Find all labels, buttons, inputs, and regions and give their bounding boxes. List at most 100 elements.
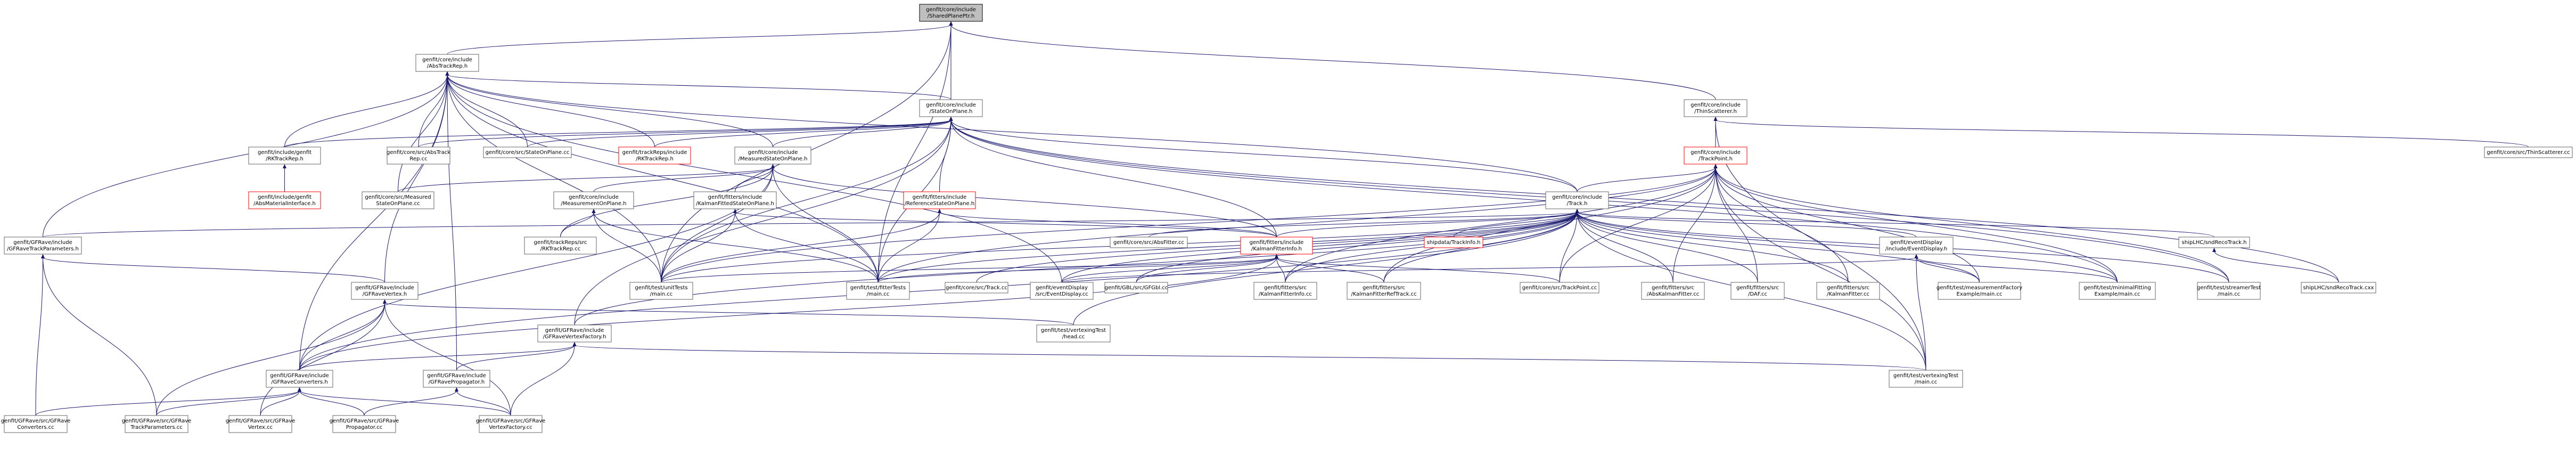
- edge-kfi-to-unittests: [661, 257, 1277, 283]
- node-box: [1030, 282, 1094, 300]
- node-daf-cc[interactable]: genfit/fitters/src/DAF.cc: [1730, 282, 1785, 300]
- node-box: [1036, 324, 1111, 343]
- node-label: /Track.h: [1566, 201, 1587, 207]
- node-minimalfit-main[interactable]: genfit/test/minimalFittingExample/main.c…: [2079, 282, 2156, 300]
- node-thinscatterer-cc[interactable]: genfit/core/src/ThinScatterer.cc: [2484, 146, 2573, 158]
- node-abstrackrep-cc[interactable]: genfit/core/src/AbsTrackRep.cc: [387, 146, 450, 165]
- node-label: genfit/core/include: [1552, 194, 1602, 200]
- node-vertexingtest-main[interactable]: genfit/test/vertexingTest/main.cc: [1889, 370, 1963, 388]
- node-label: genfit/fitters/src: [1264, 285, 1307, 291]
- edge-track-to-minimalfit_main: [1577, 211, 2118, 283]
- node-kfrefts-cc[interactable]: genfit/fitters/src/KalmanFitterRefTrack.…: [1347, 282, 1421, 300]
- edge-abstrackrep-to-track: [447, 74, 1578, 192]
- node-abskalman-cc[interactable]: genfit/fitters/src/AbsKalmanFitter.cc: [1641, 282, 1705, 300]
- node-rktrackrep-cc[interactable]: genfit/trackReps/src/RKTrackRep.cc: [524, 237, 597, 255]
- node-box: [4, 237, 82, 255]
- node-box: [1545, 191, 1609, 209]
- node-gfrave-trackparams[interactable]: genfit/GFRave/include/GFRaveTrackParamet…: [4, 237, 82, 255]
- edge-track-to-gfrave_trackparams: [43, 211, 1578, 238]
- node-stateonplane[interactable]: genfit/core/include/StateOnPlane.h: [919, 99, 983, 117]
- node-vertexingtest-head[interactable]: genfit/test/vertexingTest/head.cc: [1036, 324, 1111, 343]
- node-gbl-cc[interactable]: genfit/GBL/src/GFGbl.cc: [1104, 282, 1168, 294]
- node-label: /GFRaveConverters.h: [271, 379, 327, 385]
- node-label: /DAF.cc: [1748, 291, 1767, 297]
- edge-gfrave_vertexfactory-to-gfrave_propagator: [456, 345, 575, 371]
- node-eventdisplay-cc[interactable]: genfit/eventDisplay/src/EventDisplay.cc: [1030, 282, 1094, 300]
- node-gfrave-propagator[interactable]: genfit/GFRave/include/GFRavePropagator.h: [423, 370, 490, 388]
- node-label: Example/main.cc: [2095, 291, 2140, 297]
- node-sndreco-cxx[interactable]: shipLHC/sndRecoTrack.cxx: [2301, 282, 2376, 294]
- node-gfrave-conv-cc[interactable]: genfit/GFRave/src/GFRaveConverters.cc: [1, 415, 71, 433]
- node-msop-cc[interactable]: genfit/core/src/MeasuredStateOnPlane.cc: [362, 191, 434, 209]
- node-absmatinterface[interactable]: genfit/include/genfit/AbsMaterialInterfa…: [248, 191, 321, 209]
- edge-gfrave_vertexfactory-to-vertexingtest_main: [574, 345, 1926, 371]
- node-mop[interactable]: genfit/core/include/MeasurementOnPlane.h: [553, 191, 634, 209]
- edge-kfsop-to-unittests: [661, 211, 735, 283]
- node-refsop[interactable]: genfit/fitters/include/ReferenceStateOnP…: [903, 191, 976, 209]
- node-streamer-main[interactable]: genfit/test/streamerTest/main.cc: [2197, 282, 2261, 300]
- edge-gfrave_converters-to-gfrave_conv_cc: [35, 390, 300, 416]
- node-label: /main.cc: [650, 291, 673, 297]
- node-track[interactable]: genfit/core/include/Track.h: [1545, 191, 1609, 209]
- node-kfi-cc[interactable]: genfit/fitters/src/KalmanFitterInfo.cc: [1253, 282, 1317, 300]
- node-box: [537, 324, 612, 343]
- node-box: [332, 415, 396, 433]
- node-trackpoint-cc[interactable]: genfit/core/src/TrackPoint.cc: [1520, 282, 1599, 294]
- node-label: genfit/GFRave/include: [545, 328, 604, 333]
- node-sndreco-h[interactable]: shipLHC/sndRecoTrack.h: [2178, 237, 2250, 248]
- node-gfrave-vf-cc[interactable]: genfit/GFRave/src/GFRaveVertexFactory.cc: [476, 415, 546, 433]
- node-box: [919, 99, 983, 117]
- node-label: shipdata/TrackInfo.h: [1426, 240, 1480, 246]
- node-label: /AbsKalmanFitter.cc: [1647, 291, 1699, 297]
- node-shared-planeptr[interactable]: genfit/core/include/SharedPlanePtr.h: [919, 4, 983, 22]
- node-kfi[interactable]: genfit/fitters/include/KalmanFitterInfo.…: [1240, 237, 1313, 255]
- node-gfrave-prop-cc[interactable]: genfit/GFRave/src/GFRavePropagator.cc: [330, 415, 399, 433]
- node-trackinfo[interactable]: shipdata/TrackInfo.h: [1424, 237, 1483, 248]
- node-fittertests[interactable]: genfit/test/fitterTests/main.cc: [846, 282, 910, 300]
- node-gfrave-vertexfactory[interactable]: genfit/GFRave/include/GFRaveVertexFactor…: [537, 324, 612, 343]
- edge-abstrackrep-to-stateonplane: [447, 74, 951, 100]
- node-label: /KalmanFitterInfo.h: [1251, 246, 1302, 252]
- node-label: genfit/test/vertexingTest: [1041, 328, 1106, 333]
- node-label: /StateOnPlane.h: [930, 109, 973, 115]
- arrowhead: [592, 209, 596, 213]
- edge-gfrave_vertex-to-gfrave_tp_cc: [156, 302, 385, 416]
- node-track-cc[interactable]: genfit/core/src/Track.cc: [945, 282, 1008, 294]
- node-trackpoint[interactable]: genfit/core/include/TrackPoint.h: [1684, 146, 1748, 165]
- node-msop[interactable]: genfit/core/include/MeasuredStateOnPlane…: [734, 146, 811, 165]
- node-gfrave-tp-cc[interactable]: genfit/GFRave/src/GFRaveTrackParameters.…: [122, 415, 192, 433]
- node-label: genfit/fitters/include: [913, 194, 967, 200]
- node-rkmatinterface-gh[interactable]: genfit/include/genfit/RKTrackRep.h: [248, 146, 321, 165]
- node-label: genfit/GFRave/include: [13, 240, 72, 246]
- node-rktrackrep-h[interactable]: genfit/trackReps/include/RKTrackRep.h: [618, 146, 691, 165]
- arrowhead: [949, 21, 953, 26]
- node-gfrave-vertex[interactable]: genfit/GFRave/include/GFRaveVertex.h: [351, 282, 419, 300]
- node-thinscatterer[interactable]: genfit/core/include/ThinScatterer.h: [1684, 99, 1748, 117]
- node-kalmanfitter-cc[interactable]: genfit/fitters/src/KalmanFitter.cc: [1816, 282, 1880, 300]
- edge-abstrackrep-to-rkmatinterface_gh: [284, 74, 448, 148]
- arrowhead: [938, 209, 941, 213]
- node-stateonplane-cc[interactable]: genfit/core/src/StateOnPlane.cc: [483, 146, 572, 158]
- node-measfactory-main[interactable]: genfit/test/measurementFactoryExample/ma…: [1937, 282, 2022, 300]
- node-label: genfit/test/vertexingTest: [1893, 373, 1958, 379]
- node-box: [734, 146, 811, 165]
- node-label: genfit/GFRave/src/GFRave: [476, 418, 546, 424]
- dependency-edges: [35, 21, 2529, 416]
- node-box: [479, 415, 543, 433]
- node-abstrackrep[interactable]: genfit/core/include/AbsTrackRep.h: [415, 54, 479, 72]
- node-box: [1347, 282, 1421, 300]
- edge-kfi-to-fittertests: [877, 257, 1277, 283]
- node-box: [2301, 282, 2376, 294]
- node-unittests[interactable]: genfit/test/unitTests/main.cc: [629, 282, 693, 300]
- edge-gfrave_converters-to-gfrave_prop_cc: [299, 390, 365, 416]
- node-label: /head.cc: [1062, 334, 1085, 340]
- arrowhead: [771, 164, 775, 168]
- node-eventdisplay-h[interactable]: genfit/eventDisplay/include/EventDisplay…: [1879, 237, 1954, 255]
- node-box: [248, 191, 321, 209]
- node-gfrave-vertex-cc[interactable]: genfit/GFRave/src/GFRaveVertex.cc: [226, 415, 296, 433]
- node-gfrave-converters[interactable]: genfit/GFRave/include/GFRaveConverters.h: [266, 370, 333, 388]
- node-kfsop[interactable]: genfit/fitters/include/KalmanFittedState…: [693, 191, 777, 209]
- node-label: genfit/test/fitterTests: [850, 285, 906, 291]
- edge-track-to-vertexingtest_head: [1073, 211, 1578, 325]
- node-absfitter-cc[interactable]: genfit/core/src/AbsFitter.cc: [1110, 237, 1188, 248]
